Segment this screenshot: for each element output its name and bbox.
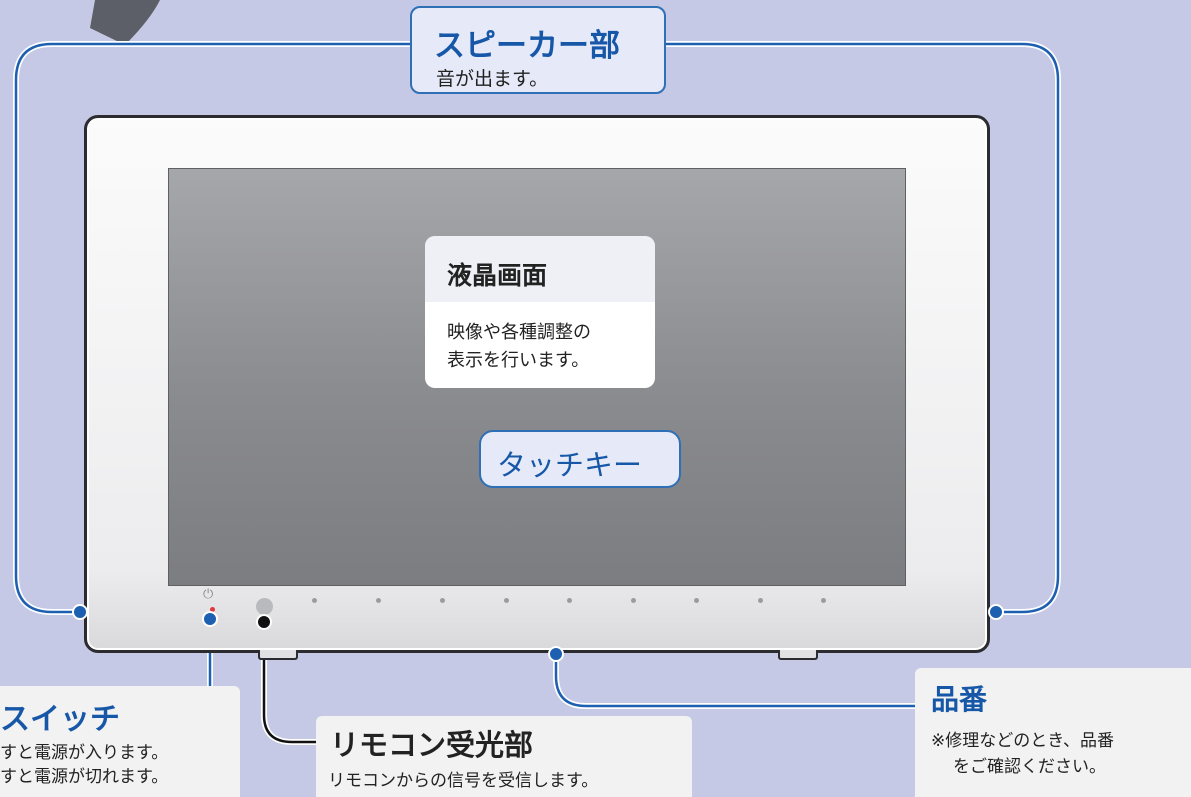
touch-key-1[interactable] bbox=[312, 598, 317, 603]
lcd-callout-header bbox=[425, 236, 655, 302]
power-switch-callout: スイッチ すと電源が入ります。 すと電源が切れます。 bbox=[0, 686, 240, 797]
decorative-arc-shape bbox=[90, 0, 160, 45]
model-number-title: 品番 bbox=[931, 683, 988, 716]
lcd-desc-line1: 映像や各種調整の bbox=[447, 322, 591, 343]
power-switch-title: スイッチ bbox=[0, 702, 120, 737]
speaker-callout: スピーカー部 音が出ます。 bbox=[410, 6, 666, 94]
remote-sensor-window bbox=[256, 598, 273, 615]
model-number-callout: 品番 ※修理などのとき、品番 をご確認ください。 bbox=[915, 668, 1191, 797]
lcd-desc-line2: 表示を行います。 bbox=[447, 350, 590, 371]
monitor-foot-right bbox=[778, 650, 818, 660]
power-switch-desc-line1: すと電源が入ります。 bbox=[0, 743, 169, 763]
touch-key-7[interactable] bbox=[694, 598, 699, 603]
speaker-right-marker bbox=[988, 604, 1004, 620]
touch-key-title: タッチキー bbox=[497, 448, 643, 482]
power-switch-desc-line2: すと電源が切れます。 bbox=[0, 767, 169, 787]
touch-key-9[interactable] bbox=[821, 598, 826, 603]
speaker-desc: 音が出ます。 bbox=[436, 68, 549, 90]
model-number-desc-line1: ※修理などのとき、品番 bbox=[931, 731, 1115, 751]
remote-sensor-desc: リモコンからの信号を受信します。 bbox=[328, 771, 599, 791]
speaker-title: スピーカー部 bbox=[434, 28, 620, 64]
touch-key-4[interactable] bbox=[504, 598, 509, 603]
model-number-desc-line2: をご確認ください。 bbox=[953, 757, 1106, 777]
touch-key-5[interactable] bbox=[567, 598, 572, 603]
monitor-foot-left bbox=[258, 650, 298, 660]
lcd-callout: 液晶画面 映像や各種調整の 表示を行います。 bbox=[425, 236, 655, 388]
touch-key-8[interactable] bbox=[758, 598, 763, 603]
remote-sensor-title: リモコン受光部 bbox=[330, 728, 534, 762]
speaker-left-marker bbox=[72, 604, 88, 620]
power-led bbox=[210, 607, 215, 612]
touch-key-2[interactable] bbox=[376, 598, 381, 603]
power-switch-marker bbox=[202, 611, 218, 627]
power-icon[interactable]: ⏻ bbox=[203, 587, 214, 602]
touch-key-6[interactable] bbox=[631, 598, 636, 603]
touch-key-callout: タッチキー bbox=[479, 430, 681, 488]
remote-sensor-marker bbox=[256, 614, 272, 630]
model-number-marker bbox=[548, 646, 564, 662]
lcd-title: 液晶画面 bbox=[447, 261, 548, 290]
remote-sensor-callout: リモコン受光部 リモコンからの信号を受信します。 bbox=[316, 716, 692, 797]
touch-key-3[interactable] bbox=[440, 598, 445, 603]
